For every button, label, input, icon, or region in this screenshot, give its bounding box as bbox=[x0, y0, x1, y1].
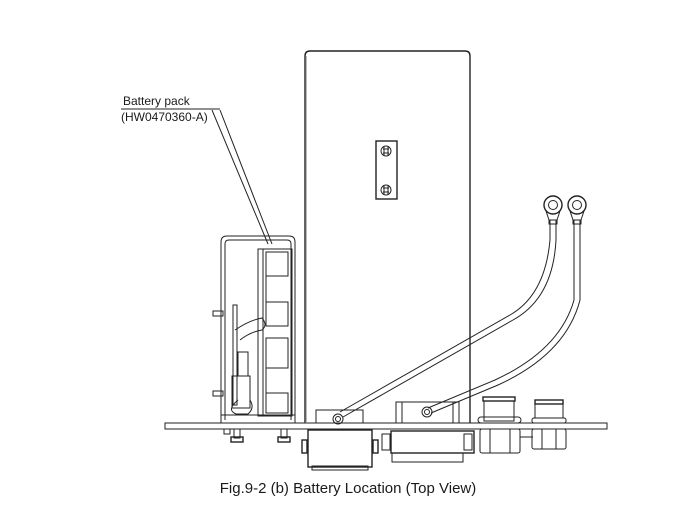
screw-icon bbox=[380, 184, 392, 196]
callout-battery-pack: Battery pack (HW0470360-A) bbox=[121, 94, 273, 245]
callout-line2: (HW0470360-A) bbox=[121, 110, 208, 124]
leader-line bbox=[211, 109, 269, 245]
callout-line1: Battery pack bbox=[123, 94, 191, 108]
figure-caption: Fig.9-2 (b) Battery Location (Top View) bbox=[220, 480, 477, 497]
ring-terminal-icon bbox=[543, 195, 563, 225]
base-plate bbox=[164, 422, 608, 430]
hex-fitting-small bbox=[531, 399, 567, 450]
mounting-bracket bbox=[375, 140, 398, 200]
standoff-left bbox=[223, 428, 244, 443]
ring-terminal-icon bbox=[567, 195, 587, 225]
d-sub-connector-left bbox=[301, 409, 379, 471]
battery-pack bbox=[212, 235, 296, 424]
ground-cable-left bbox=[339, 220, 557, 418]
d-sub-connector-right bbox=[381, 401, 475, 463]
standoff-right bbox=[277, 428, 291, 443]
main-panel bbox=[304, 50, 471, 423]
ground-cable-right bbox=[427, 220, 581, 414]
leader-line bbox=[219, 109, 273, 245]
hex-fitting-large bbox=[477, 396, 533, 454]
screw-icon bbox=[380, 145, 392, 157]
